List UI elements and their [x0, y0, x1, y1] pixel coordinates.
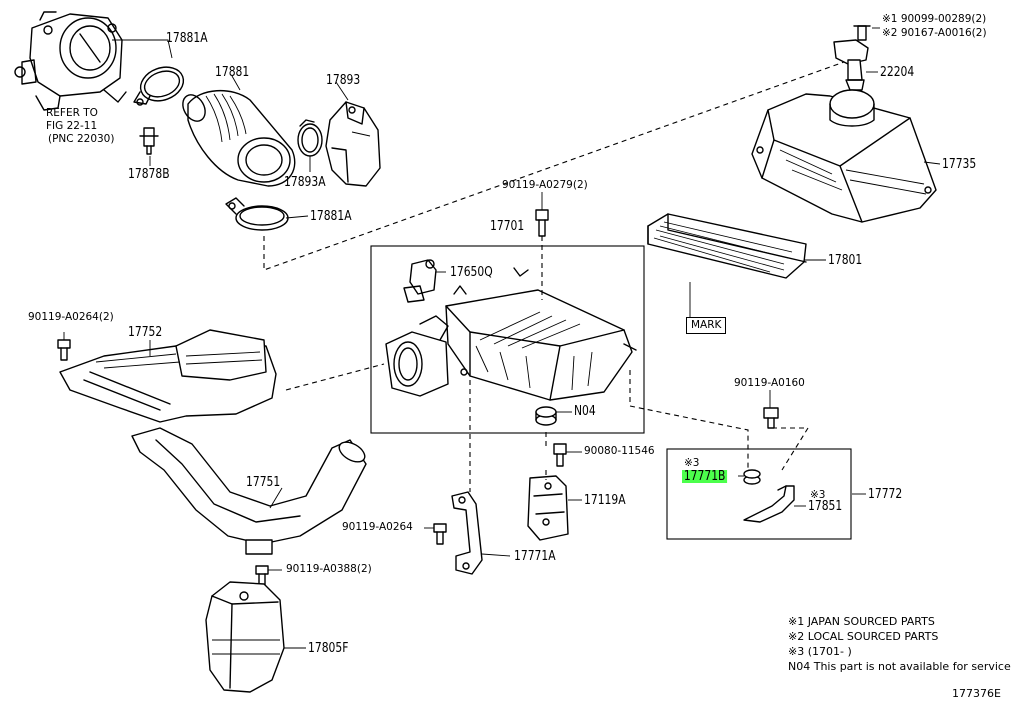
part-17771b-label-highlighted[interactable]: 17771B: [682, 469, 728, 484]
part-17878b-label[interactable]: 17878B: [128, 167, 170, 182]
assembly-dashed-lines: [263, 61, 845, 492]
part-n04-label[interactable]: N04: [574, 404, 596, 419]
part-17805f-label[interactable]: 17805F: [308, 641, 349, 656]
grommet-17771b-drawing: [743, 469, 761, 485]
part-90080-11546-label[interactable]: 90080-11546: [584, 445, 655, 457]
note-japan-sourced: ※1 JAPAN SOURCED PARTS: [788, 615, 935, 628]
intake-hose-17881-drawing: [182, 89, 296, 187]
part-17701-label[interactable]: 17701: [490, 219, 525, 234]
note-range: ※3 (1701- ): [788, 645, 852, 658]
bolt-90080-11546-drawing: [553, 443, 567, 467]
bolt-90119-a0264-2-drawing: [57, 339, 71, 361]
part-90119-a0264-2-label[interactable]: 90119-A0264(2): [28, 311, 114, 323]
clamp-17893a-drawing: [297, 119, 323, 157]
part-17751-label[interactable]: 17751: [246, 475, 281, 490]
part-90167-label[interactable]: ※2 90167-A0016(2): [882, 27, 987, 39]
clamp-17881a-bottom-drawing: [225, 197, 289, 231]
note-mark-x3-b: ※3: [810, 489, 826, 501]
bracket-17851-drawing: [743, 485, 795, 523]
part-90119-a0160-label[interactable]: 90119-A0160: [734, 377, 805, 389]
diagram-id: 177376E: [952, 687, 1001, 700]
part-17881a-top-label[interactable]: 17881A: [166, 31, 208, 46]
refer-label-line2: FIG 22-11: [46, 120, 98, 132]
note-n04-not-available: N04 This part is not available for servi…: [788, 660, 1011, 673]
sensor-22204-drawing: [833, 39, 869, 91]
part-17752-label[interactable]: 17752: [128, 325, 163, 340]
air-cleaner-case-box: [370, 245, 645, 434]
part-17851-label[interactable]: 17851: [808, 499, 843, 514]
bolt-90119-a0279-drawing: [535, 209, 549, 237]
part-22204-label[interactable]: 22204: [880, 65, 915, 80]
part-17881a-bottom-label[interactable]: 17881A: [310, 209, 352, 224]
part-17771a-label[interactable]: 17771A: [514, 549, 556, 564]
part-17119a-label[interactable]: 17119A: [584, 493, 626, 508]
cleaner-cap-17735-drawing: [751, 89, 937, 223]
refer-label-line3: (PNC 22030): [48, 133, 115, 145]
bracket-17771a-drawing: [451, 491, 483, 575]
fitting-17878b-drawing: [139, 127, 159, 155]
part-17881-label[interactable]: 17881: [215, 65, 250, 80]
air-cleaner-case-drawing: [385, 267, 637, 401]
part-90119-a0279-label[interactable]: 90119-A0279(2): [502, 179, 588, 191]
part-90099-label[interactable]: ※1 90099-00289(2): [882, 13, 987, 25]
part-17650q-label[interactable]: 17650Q: [450, 265, 493, 280]
mark-label: MARK: [686, 317, 727, 334]
intake-duct-17751-drawing: [131, 427, 367, 555]
bracket-assembly-box: [666, 448, 852, 540]
grommet-n04-drawing: [535, 406, 557, 426]
part-90119-a0388-label[interactable]: 90119-A0388(2): [286, 563, 372, 575]
resonator-17893-drawing: [325, 101, 381, 187]
part-90119-a0264-label[interactable]: 90119-A0264: [342, 521, 413, 533]
throttle-body-drawing: [14, 11, 127, 111]
leader-lines: [63, 27, 941, 649]
filter-element-17801-drawing: [647, 213, 807, 279]
part-17735-label[interactable]: 17735: [942, 157, 977, 172]
part-17772-label[interactable]: 17772: [868, 487, 903, 502]
note-local-sourced: ※2 LOCAL SOURCED PARTS: [788, 630, 939, 643]
part-17893a-label[interactable]: 17893A: [284, 175, 326, 190]
note-mark-x3-a: ※3: [684, 457, 700, 469]
part-17801-label[interactable]: 17801: [828, 253, 863, 268]
bolt-90119-a0160-drawing: [763, 407, 779, 429]
bolt-90119-a0264-drawing: [433, 523, 447, 545]
resonator-17805f-drawing: [205, 581, 285, 693]
part-17893-label[interactable]: 17893: [326, 73, 361, 88]
sensor-17650q-drawing: [403, 259, 437, 303]
bracket-17119a-drawing: [527, 475, 569, 541]
clamp-17881a-top-drawing: [133, 66, 185, 106]
screw-90099-drawing: [853, 25, 871, 41]
inlet-duct-17752-drawing: [59, 329, 277, 423]
refer-label-line1: REFER TO: [46, 107, 98, 119]
